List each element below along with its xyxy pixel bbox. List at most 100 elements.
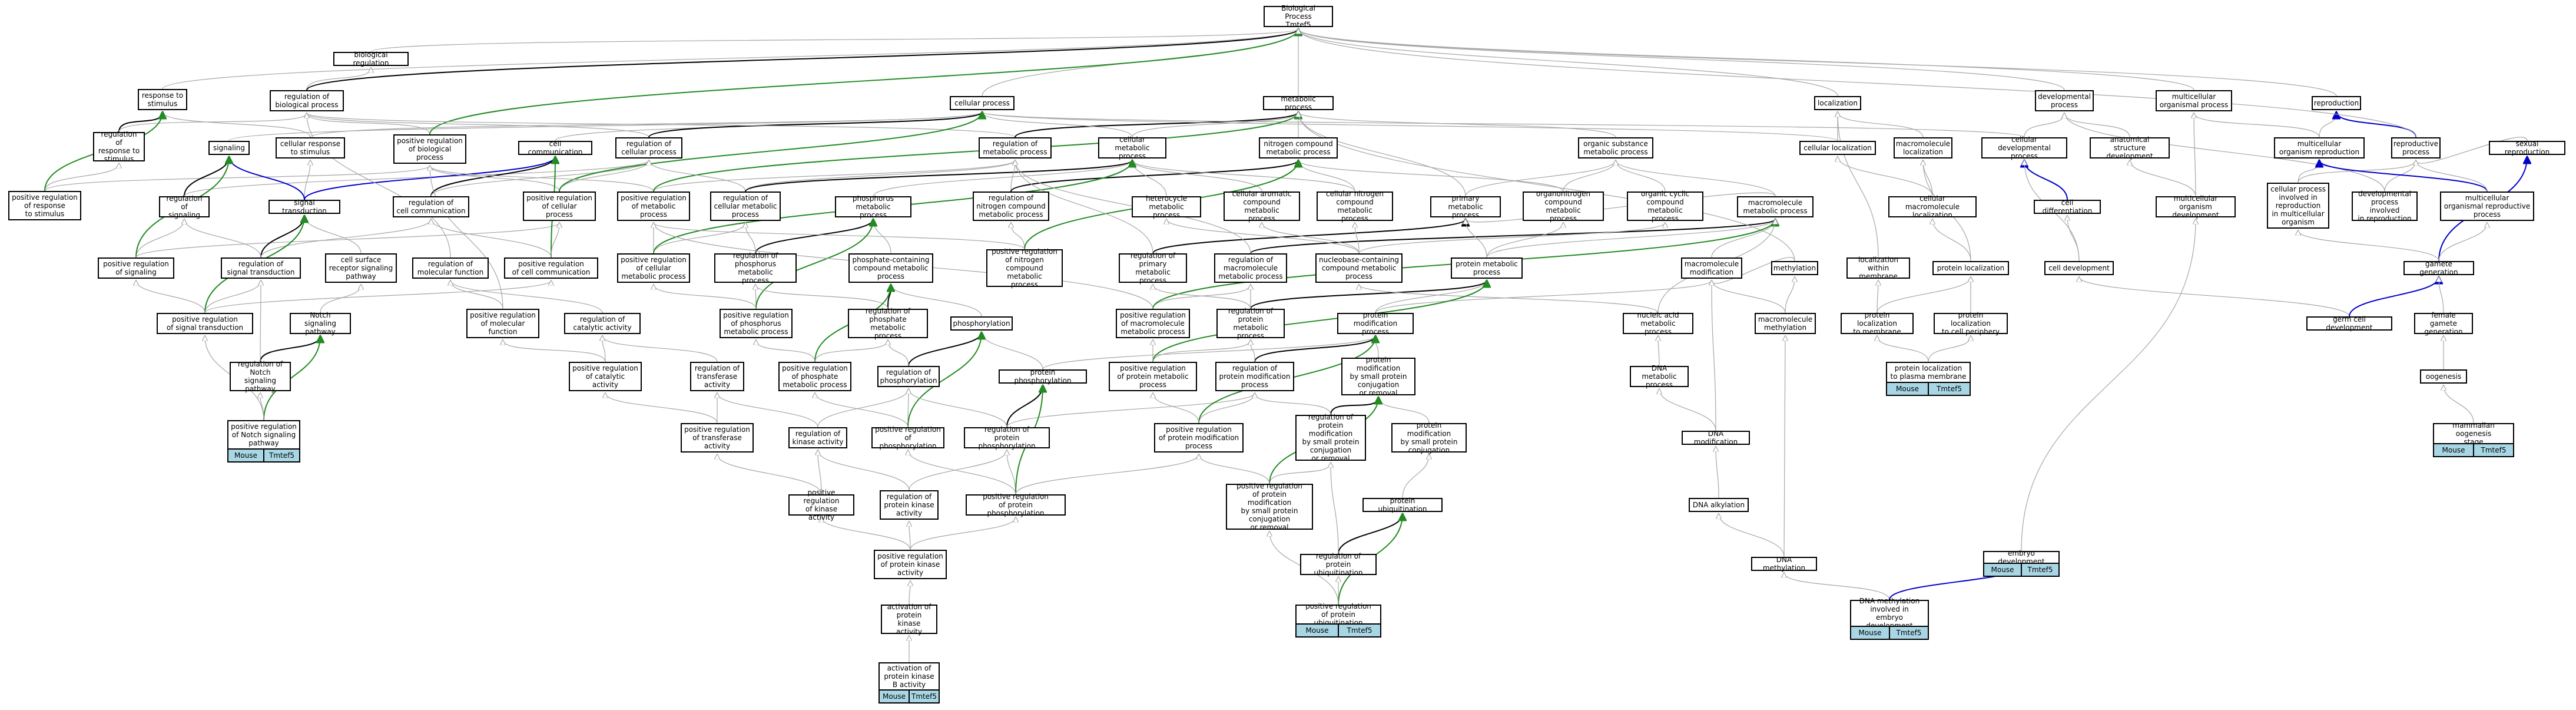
node-pos-reg-phosphatemet[interactable]: positive regulation of phosphate metabol… [778, 362, 851, 391]
node-sigtrans[interactable]: signal transduction [268, 199, 340, 215]
node-pos-reg-pmspc[interactable]: positive regulation of protein modificat… [1226, 482, 1313, 531]
node-anatdev[interactable]: anatomical structure development [2090, 136, 2170, 160]
node-protlocpm[interactable]: protein localization to plasma membrane [1886, 362, 1971, 383]
node-devproc[interactable]: developmental process [2035, 90, 2094, 111]
node-celldev[interactable]: cellular developmental process [1981, 136, 2067, 160]
node-multidev[interactable]: multicellular organism development [2156, 194, 2236, 219]
node-pos-reg-transact[interactable]: positive regulation of transferase activ… [681, 423, 754, 453]
node-protphos[interactable]: protein phosphorylation [999, 368, 1087, 385]
node-oogenesis[interactable]: oogenesis [2420, 369, 2467, 384]
node-reg-resp[interactable]: regulation of response to stimulus [93, 130, 145, 163]
node-reg-protmod[interactable]: regulation of protein modification proce… [1215, 362, 1294, 391]
node-pos-reg-cellproc[interactable]: positive regulation of cellular process [523, 191, 596, 221]
node-heteromet[interactable]: heterocycle metabolic process [1132, 194, 1201, 219]
node-reg-protmet[interactable]: regulation of protein metabolic process [1216, 307, 1285, 340]
node-macmeth[interactable]: macromolecule methylation [1755, 313, 1816, 334]
node-dnaalk[interactable]: DNA alkylation [1689, 498, 1749, 512]
node-reg-bp[interactable]: regulation of biological process [270, 90, 344, 111]
node-pos-reg-phosmet[interactable]: positive regulation of phosphorus metabo… [720, 309, 793, 338]
node-methylation[interactable]: methylation [1771, 261, 1818, 275]
node-dnamethemb[interactable]: DNA methylation involved in embryo devel… [1850, 597, 1929, 630]
node-cellproc[interactable]: cellular process [950, 96, 1015, 110]
node-metproc[interactable]: metabolic process [1263, 95, 1334, 111]
node-reg-phosphatemet[interactable]: regulation of phosphate metabolic proces… [848, 307, 928, 340]
node-multiorg[interactable]: multicellular organismal process [2156, 90, 2232, 111]
node-multirepro[interactable]: multicellular organism reproduction [2274, 137, 2365, 158]
node-pos-reg-protmet[interactable]: positive regulation of protein metabolic… [1109, 362, 1197, 391]
node-nucmet[interactable]: nucleic acid metabolic process [1623, 311, 1693, 336]
node-ncmp[interactable]: nitrogen compound metabolic process [1259, 137, 1338, 158]
node-orgcyc[interactable]: organic cyclic compound metabolic proces… [1627, 190, 1703, 223]
node-pos-reg-protubiq[interactable]: positive regulation of protein ubiquitin… [1295, 602, 1381, 627]
node-reg-ncmp[interactable]: regulation of nitrogen compound metaboli… [973, 191, 1049, 221]
node-localization[interactable]: localization [1814, 96, 1861, 110]
node-csrsp[interactable]: cell surface receptor signaling pathway [325, 253, 397, 283]
node-protlocmem[interactable]: protein localization to membrane [1841, 311, 1914, 336]
node-pos-reg-metproc[interactable]: positive regulation of metabolic process [617, 191, 690, 221]
node-macmod[interactable]: macromolecule modification [1681, 257, 1742, 279]
node-germdev[interactable]: germ cell development [2306, 315, 2392, 332]
node-primet[interactable]: primary metabolic process [1430, 194, 1501, 219]
node-protloccp[interactable]: protein localization to cell periphery [1934, 311, 2008, 336]
node-protmod[interactable]: protein modification process [1337, 311, 1414, 336]
node-protloc[interactable]: protein localization [1932, 261, 2009, 275]
node-reg-protphos[interactable]: regulation of protein phosphorylation [964, 425, 1050, 450]
node-reg-cellmet[interactable]: regulation of cellular metabolic process [710, 191, 781, 221]
node-pos-reg-molfunc[interactable]: positive regulation of molecular functio… [466, 309, 539, 338]
node-reg-cellcomm[interactable]: regulation of cell communication [393, 196, 469, 217]
node-reg-primet[interactable]: regulation of primary metabolic process [1119, 252, 1187, 285]
node-reg-kinact[interactable]: regulation of kinase activity [788, 427, 847, 448]
node-femgam[interactable]: female gamete generation [2414, 311, 2473, 336]
node-celloc[interactable]: cellular localization [1799, 141, 1876, 155]
node-pos-reg-kinact[interactable]: positive regulation of kinase activity [788, 488, 854, 521]
node-aromet[interactable]: cellular aromatic compound metabolic pro… [1224, 190, 1300, 223]
node-locmem[interactable]: localization within membrane [1846, 256, 1910, 280]
node-reproproc[interactable]: reproductive process [2391, 137, 2441, 158]
node-pos-reg-protphos[interactable]: positive regulation of protein phosphory… [966, 493, 1066, 517]
node-cpir[interactable]: cellular process involved in reproductio… [2267, 183, 2329, 229]
node-reg-protkinact[interactable]: regulation of protein kinase activity [880, 490, 939, 520]
node-resp-stim[interactable]: response to stimulus [138, 89, 187, 110]
node-nbcmp[interactable]: nucleobase-containing compound metabolic… [1315, 253, 1403, 283]
node-pos-reg-protmod[interactable]: positive regulation of protein modificat… [1154, 423, 1244, 453]
node-celldiff[interactable]: cell differentiation [2034, 199, 2101, 215]
node-mamos[interactable]: mammalian oogenesis stage [2433, 421, 2514, 446]
node-osmp[interactable]: organic substance metabolic process [1578, 137, 1653, 158]
node-multirepproc[interactable]: multicellular organismal reproductive pr… [2440, 191, 2534, 221]
node-signaling[interactable]: signaling [208, 141, 250, 155]
node-embdev[interactable]: embryo development [1983, 549, 2060, 566]
node-gametegen[interactable]: gamete generation [2403, 260, 2474, 276]
node-reg-pmspc[interactable]: regulation of protein modification by sm… [1295, 413, 1366, 463]
node-root[interactable]: Biological Process Tmtef5 [1264, 4, 1333, 29]
node-pos-reg-resp[interactable]: positive regulation of response to stimu… [8, 191, 81, 220]
node-dnamet[interactable]: DNA metabolic process [1630, 364, 1689, 389]
node-pos-reg-cellcomm[interactable]: positive regulation of cell communicatio… [504, 257, 598, 279]
node-reg-signaling[interactable]: regulation of signaling [159, 194, 210, 219]
node-pmspc[interactable]: protein modification by small protein co… [1341, 356, 1415, 397]
node-macromet[interactable]: macromolecule metabolic process [1737, 196, 1814, 217]
node-reg-sigtrans[interactable]: regulation of signal transduction [221, 257, 301, 279]
node-dnameth[interactable]: DNA methylation [1751, 556, 1817, 572]
node-notch[interactable]: Notch signaling pathway [290, 311, 351, 336]
node-phosmet[interactable]: phosphorus metabolic process [835, 194, 911, 219]
node-pos-reg-notch[interactable]: positive regulation of Notch signaling p… [227, 420, 300, 450]
node-reg-protubiq[interactable]: regulation of protein ubiquitination [1300, 552, 1377, 577]
node-reg-cellproc[interactable]: regulation of cellular process [615, 137, 682, 158]
node-actpk[interactable]: activation of protein kinase activity [881, 603, 937, 636]
node-cellmet[interactable]: cellular metabolic process [1098, 136, 1166, 160]
node-reg-transact[interactable]: regulation of transferase activity [690, 362, 744, 391]
node-pos-reg-phosphorylation[interactable]: positive regulation of phosphorylation [871, 425, 944, 450]
node-dnamod[interactable]: DNA modification [1682, 430, 1750, 446]
node-pos-reg-signaling[interactable]: positive regulation of signaling [98, 257, 174, 279]
node-macloc[interactable]: macromolecule localization [1894, 137, 1952, 158]
node-pos-reg-ncmp[interactable]: positive regulation of nitrogen compound… [986, 247, 1063, 289]
node-reproduction[interactable]: reproduction [2312, 96, 2361, 110]
node-pmspc2[interactable]: protein modification by small protein co… [1391, 421, 1467, 454]
node-orgnmet[interactable]: organonitrogen compound metabolic proces… [1523, 190, 1604, 223]
node-pos-reg-cellmet[interactable]: positive regulation of cellular metaboli… [617, 253, 690, 283]
node-pos-reg-protkinact[interactable]: positive regulation of protein kinase ac… [874, 550, 947, 579]
node-cncmp[interactable]: cellular nitrogen compound metabolic pro… [1317, 190, 1393, 223]
node-protmet[interactable]: protein metabolic process [1451, 257, 1523, 279]
node-pos-reg-bp[interactable]: positive regulation of biological proces… [393, 134, 466, 164]
node-reg-metproc[interactable]: regulation of metabolic process [979, 137, 1052, 158]
